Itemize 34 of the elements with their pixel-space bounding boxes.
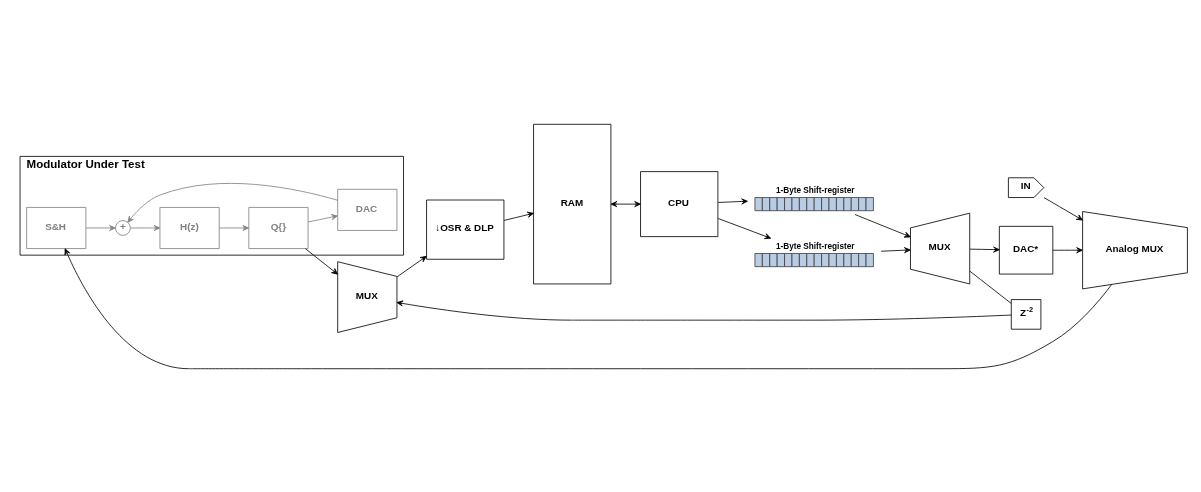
node-box: DAC*	[998, 225, 1054, 274]
node-box: MUX	[337, 260, 398, 333]
arrow	[854, 213, 911, 238]
arrow	[880, 246, 911, 253]
arrow	[396, 299, 1012, 321]
arrow	[1052, 246, 1083, 253]
arrow	[127, 182, 339, 223]
arrow	[305, 247, 339, 275]
arrow	[610, 200, 641, 207]
node-box: ↓OSR & DLP	[426, 199, 505, 260]
node-box: S&H	[26, 206, 87, 249]
node-box: DAC	[337, 188, 398, 231]
node-box: RAM	[533, 123, 612, 284]
arrow	[307, 213, 338, 222]
arrow	[717, 217, 772, 239]
arrow	[969, 246, 1000, 253]
node-box: CPU	[640, 170, 719, 237]
arrow	[503, 211, 534, 221]
node-label: 1-Byte Shift-register	[775, 185, 855, 195]
node-box: Z$^{-2}$	[1010, 298, 1042, 330]
node-label: 1-Byte Shift-register	[775, 241, 855, 251]
arrow	[218, 224, 249, 231]
node-box: MUX	[910, 212, 971, 284]
arrow	[396, 255, 427, 277]
node-circle: +	[115, 219, 131, 236]
arrow	[1043, 196, 1083, 220]
arrow	[64, 247, 1113, 369]
node-box: H(z)	[159, 206, 220, 249]
connector	[969, 270, 1012, 304]
arrow	[130, 224, 161, 231]
node-box: Analog MUX	[1082, 210, 1188, 289]
arrow	[85, 224, 116, 231]
node-box: Q{}	[248, 206, 309, 249]
arrow	[717, 197, 748, 204]
